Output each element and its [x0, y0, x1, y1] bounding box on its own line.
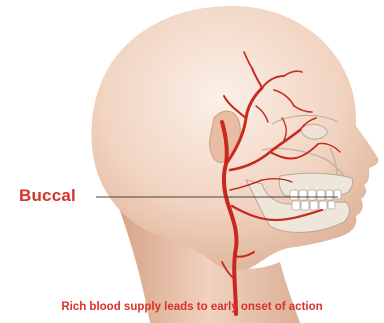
figure-caption: Rich blood supply leads to early onset o…	[0, 300, 384, 314]
buccal-label: Buccal	[19, 186, 76, 206]
